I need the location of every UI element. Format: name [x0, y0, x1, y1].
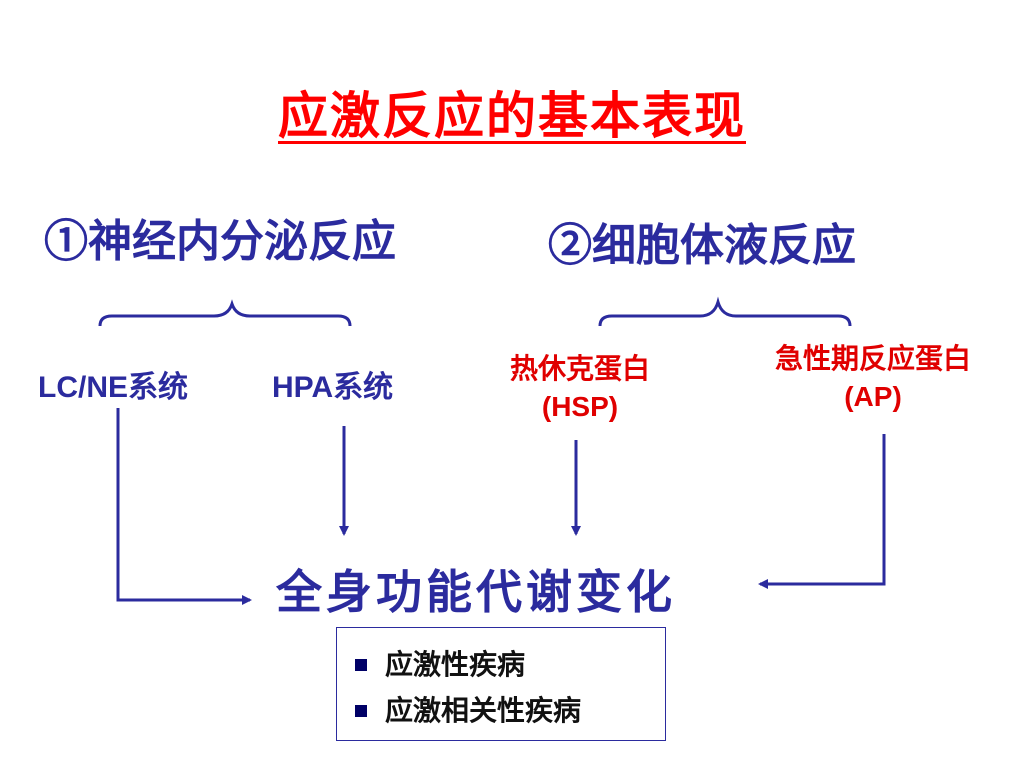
protein-ap-name: 急性期反应蛋白	[774, 342, 971, 375]
disease-label: 应激性疾病	[385, 648, 526, 681]
right-brace	[598, 296, 852, 327]
protein-hsp-name: 热休克蛋白	[509, 352, 650, 385]
protein-ap: 急性期反应蛋白 (AP)	[728, 340, 1018, 416]
system-lcne: LC/NE系统	[38, 362, 188, 406]
result-label: 全身功能代谢变化	[276, 565, 676, 619]
square-bullet-icon	[355, 705, 367, 717]
ap-arrow	[758, 434, 886, 589]
branch-cellular-humoral: ②细胞体液反应	[548, 220, 856, 271]
system-lcne-suffix: 系统	[128, 370, 188, 405]
protein-hsp-abbr: (HSP)	[541, 391, 619, 422]
branch-neuroendocrine: ①神经内分泌反应	[44, 216, 396, 267]
square-bullet-icon	[355, 659, 367, 671]
disease-box: 应激性疾病 应激相关性疾病	[336, 627, 666, 741]
left-brace	[98, 299, 352, 327]
page-title: 应激反应的基本表现	[0, 76, 1024, 148]
page-title-text: 应激反应的基本表现	[278, 86, 746, 145]
list-item: 应激性疾病	[355, 642, 665, 688]
protein-ap-abbr: (AP)	[844, 381, 902, 412]
disease-list: 应激性疾病 应激相关性疾病	[337, 628, 665, 734]
system-hpa-code: HPA	[272, 371, 334, 404]
system-hpa: HPA系统	[272, 362, 393, 406]
list-item: 应激相关性疾病	[355, 688, 665, 734]
system-hpa-suffix: 系统	[333, 370, 394, 405]
system-lcne-code: LC/NE	[38, 371, 128, 404]
lcne-arrow	[116, 408, 252, 605]
protein-hsp: 热休克蛋白 (HSP)	[470, 350, 690, 426]
disease-label: 应激相关性疾病	[385, 694, 582, 727]
